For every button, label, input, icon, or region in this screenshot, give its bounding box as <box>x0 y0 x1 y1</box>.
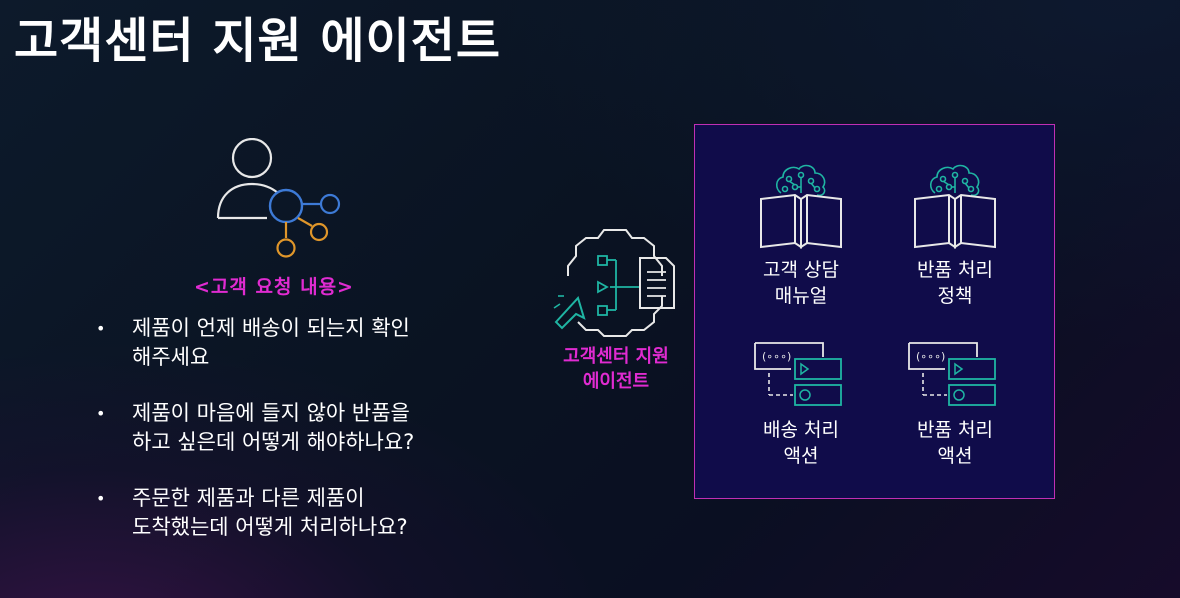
request-line: 도착했는데 어떻게 처리하나요? <box>132 515 408 539</box>
action-group-icon: (∘∘∘) <box>726 339 876 411</box>
agent-flow-icon <box>548 226 680 342</box>
request-line: 주문한 제품과 다른 제품이 <box>132 486 365 510</box>
kb-label-line: 배송 처리 <box>763 419 839 441</box>
action-group-item: (∘∘∘) 배송 처리 액션 <box>726 339 876 469</box>
request-list: • 제품이 언제 배송이 되는지 확인 해주세요 • 제품이 마음에 들지 않아… <box>96 314 496 569</box>
kb-label: 반품 처리 액션 <box>880 417 1030 469</box>
knowledge-actions-panel: 고객 상담 매뉴얼 <box>694 124 1055 499</box>
kb-label-line: 고객 상담 <box>763 259 839 281</box>
request-line: 제품이 마음에 들지 않아 반품을 <box>132 401 410 425</box>
kb-label-line: 정책 <box>937 285 973 307</box>
list-item: • 제품이 마음에 들지 않아 반품을 하고 싶은데 어떻게 해야하나요? <box>96 399 496 457</box>
action-group-icon: (∘∘∘) <box>880 339 1030 411</box>
bullet: • <box>96 404 106 423</box>
knowledge-base-item: 고객 상담 매뉴얼 <box>726 159 876 309</box>
brain-book-icon <box>726 159 876 251</box>
bullet: • <box>96 489 106 508</box>
kb-label-line: 매뉴얼 <box>774 285 828 307</box>
agent-label-line: 고객센터 지원 <box>563 346 669 367</box>
kb-label-line: 반품 처리 <box>917 259 993 281</box>
list-item: • 주문한 제품과 다른 제품이 도착했는데 어떻게 처리하나요? <box>96 484 496 542</box>
action-group-item: (∘∘∘) 반품 처리 액션 <box>880 339 1030 469</box>
kb-label: 배송 처리 액션 <box>726 417 876 469</box>
page-title: 고객센터 지원 에이전트 <box>14 13 502 69</box>
svg-text:(∘∘∘): (∘∘∘) <box>916 350 945 363</box>
bullet: • <box>96 319 106 338</box>
request-line: 해주세요 <box>132 345 210 369</box>
user-network-icon <box>212 137 344 264</box>
request-line: 제품이 언제 배송이 되는지 확인 <box>132 316 410 340</box>
list-item: • 제품이 언제 배송이 되는지 확인 해주세요 <box>96 314 496 372</box>
svg-text:(∘∘∘): (∘∘∘) <box>762 350 791 363</box>
kb-label: 반품 처리 정책 <box>880 257 1030 309</box>
brain-book-icon <box>880 159 1030 251</box>
agent-label-line: 에이전트 <box>582 371 650 392</box>
kb-label-line: 반품 처리 <box>917 419 993 441</box>
knowledge-base-item: 반품 처리 정책 <box>880 159 1030 309</box>
request-heading: <고객 요청 내용> <box>194 276 354 298</box>
kb-label: 고객 상담 매뉴얼 <box>726 257 876 309</box>
request-line: 하고 싶은데 어떻게 해야하나요? <box>132 430 415 454</box>
agent-label: 고객센터 지원 에이전트 <box>530 344 702 394</box>
kb-label-line: 액션 <box>783 445 819 467</box>
kb-label-line: 액션 <box>937 445 973 467</box>
